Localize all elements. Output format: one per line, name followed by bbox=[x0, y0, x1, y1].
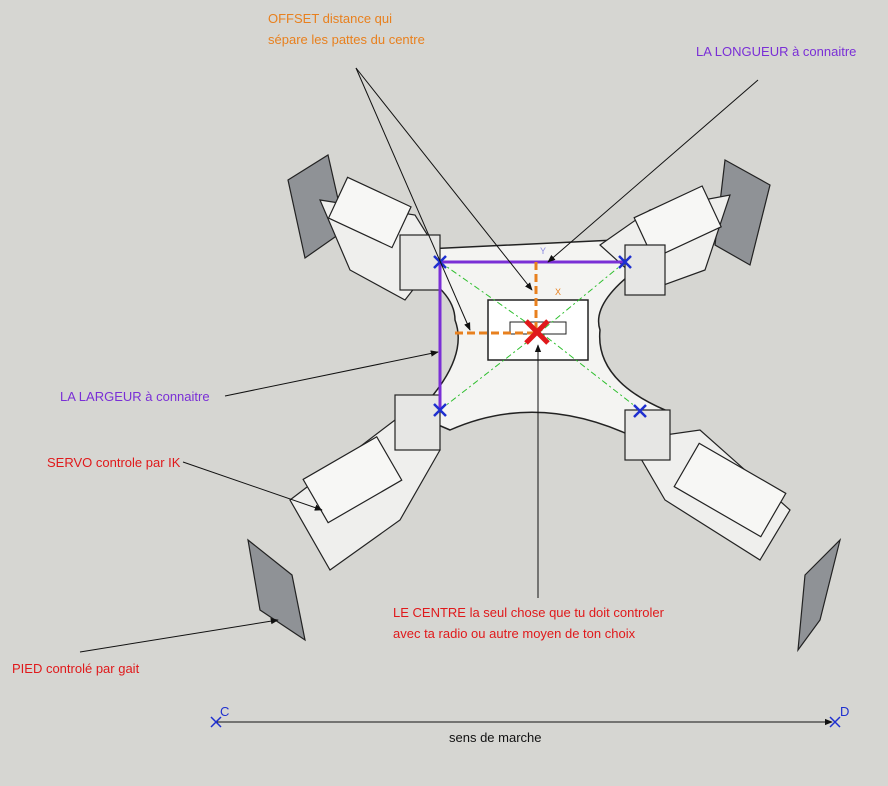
point-c-label: C bbox=[220, 704, 230, 719]
leg-bottom-right bbox=[624, 409, 842, 653]
center-mark bbox=[524, 319, 550, 345]
leg-top-right bbox=[599, 159, 771, 296]
largeur-label: LA LARGEUR à connaitre bbox=[60, 389, 210, 404]
direction-label: sens de marche bbox=[449, 730, 542, 745]
pied-label: PIED controlé par gait bbox=[12, 661, 140, 676]
centre-label-line1: LE CENTRE la seul chose que tu doit cont… bbox=[393, 605, 664, 620]
direction-line bbox=[210, 716, 841, 728]
centre-label-line2: avec ta radio ou autre moyen de ton choi… bbox=[393, 626, 636, 641]
small-x-label: X bbox=[555, 287, 562, 297]
offset-label-line2: sépare les pattes du centre bbox=[268, 32, 425, 47]
point-d-label: D bbox=[840, 704, 850, 719]
dimension-lines bbox=[438, 260, 625, 410]
offset-lines bbox=[455, 262, 538, 335]
leg-bottom-left bbox=[247, 394, 441, 642]
small-y-label: Y bbox=[540, 246, 547, 256]
leg-top-left bbox=[287, 154, 441, 301]
diagonal-lines bbox=[439, 261, 641, 411]
annotation-arrows bbox=[79, 67, 759, 653]
offset-label-line1: OFFSET distance qui bbox=[268, 11, 393, 26]
longueur-label: LA LONGUEUR à connaitre bbox=[696, 44, 857, 59]
servo-label: SERVO controle par IK bbox=[47, 455, 181, 470]
